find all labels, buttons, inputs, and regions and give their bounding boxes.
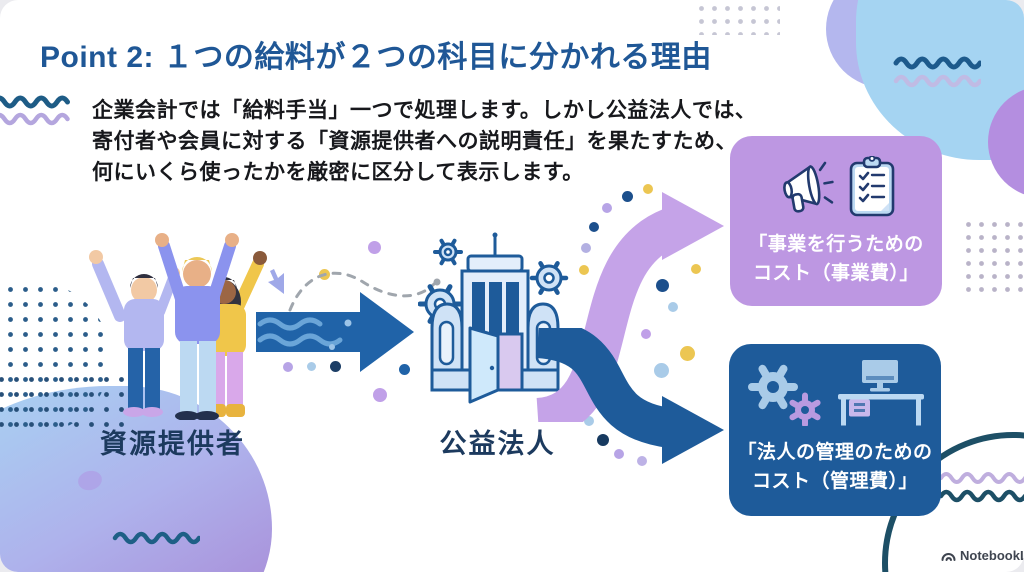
- dot: [680, 346, 695, 361]
- dot: [641, 329, 651, 339]
- wavy-line-icon: [893, 74, 981, 88]
- admin-cost-card: 「法人の管理のための コスト（管理費）」: [729, 344, 941, 516]
- business-cost-line: コスト（事業費）」: [752, 263, 919, 284]
- dot: [597, 434, 609, 446]
- wavy-line-icon: [0, 95, 70, 109]
- page-title: Point 2: １つの給料が２つの科目に分かれる理由: [40, 41, 712, 74]
- gears-icon: [748, 364, 821, 426]
- wavy-line-icon: [893, 56, 981, 70]
- provider-label: 資源提供者: [100, 429, 245, 459]
- wavy-line-icon: [939, 472, 1024, 484]
- dot: [622, 191, 633, 202]
- admin-split-arrow-icon: [535, 328, 724, 464]
- dot: [368, 241, 381, 254]
- office-desk-icon: [838, 360, 924, 426]
- notebooklm-logo-icon: [941, 552, 956, 561]
- people-illustration: [89, 233, 267, 420]
- dot: [643, 184, 653, 194]
- admin-cost-line: コスト（管理費）」: [751, 471, 918, 492]
- dot: [579, 265, 589, 275]
- corporation-label: 公益法人: [439, 429, 556, 459]
- dot: [581, 243, 591, 253]
- watermark: NotebookLM: [941, 548, 1024, 563]
- watermark-brand: NotebookLM: [960, 548, 1024, 563]
- dot: [399, 364, 410, 375]
- checklist-clipboard-icon: [849, 156, 895, 217]
- dot-grid-decoration: [0, 372, 134, 430]
- flow-arrow-icon: [256, 292, 414, 372]
- dot: [691, 264, 701, 274]
- intro-text-line: 何にいくら使ったかを厳密に区分して表示します。: [92, 161, 584, 184]
- dot: [668, 302, 678, 312]
- megaphone-icon: [783, 161, 834, 213]
- dot: [283, 362, 293, 372]
- dot: [307, 362, 316, 371]
- dot: [330, 361, 341, 372]
- intro-text-line: 企業会計では「給料手当」一つで処理します。しかし公益法人では、: [92, 99, 757, 122]
- wavy-line-icon: [0, 112, 70, 126]
- admin-cost-line: 「法人の管理のための: [737, 442, 933, 463]
- dot: [614, 449, 624, 459]
- dot: [637, 456, 647, 466]
- dot: [654, 363, 669, 378]
- dot: [602, 203, 612, 213]
- cursor-icon: [268, 269, 284, 294]
- wavy-line-icon: [938, 489, 1024, 503]
- wavy-line-icon: [112, 531, 200, 545]
- dashed-curve-decoration: [268, 269, 441, 312]
- business-split-arrow-icon: [535, 192, 724, 422]
- business-cost-card: 「事業を行うための コスト（事業費）」: [730, 136, 942, 306]
- dot-grid-decoration: [962, 218, 1024, 294]
- intro-text-line: 寄付者や会員に対する「資源提供者への説明責任」を果たすため、: [92, 130, 737, 153]
- business-cost-line: 「事業を行うための: [748, 234, 924, 255]
- dot-grid-decoration: [695, 2, 780, 35]
- dot: [589, 222, 599, 232]
- dot: [584, 416, 594, 426]
- dot: [656, 279, 669, 292]
- building-icon: [418, 232, 569, 404]
- dot: [373, 388, 387, 402]
